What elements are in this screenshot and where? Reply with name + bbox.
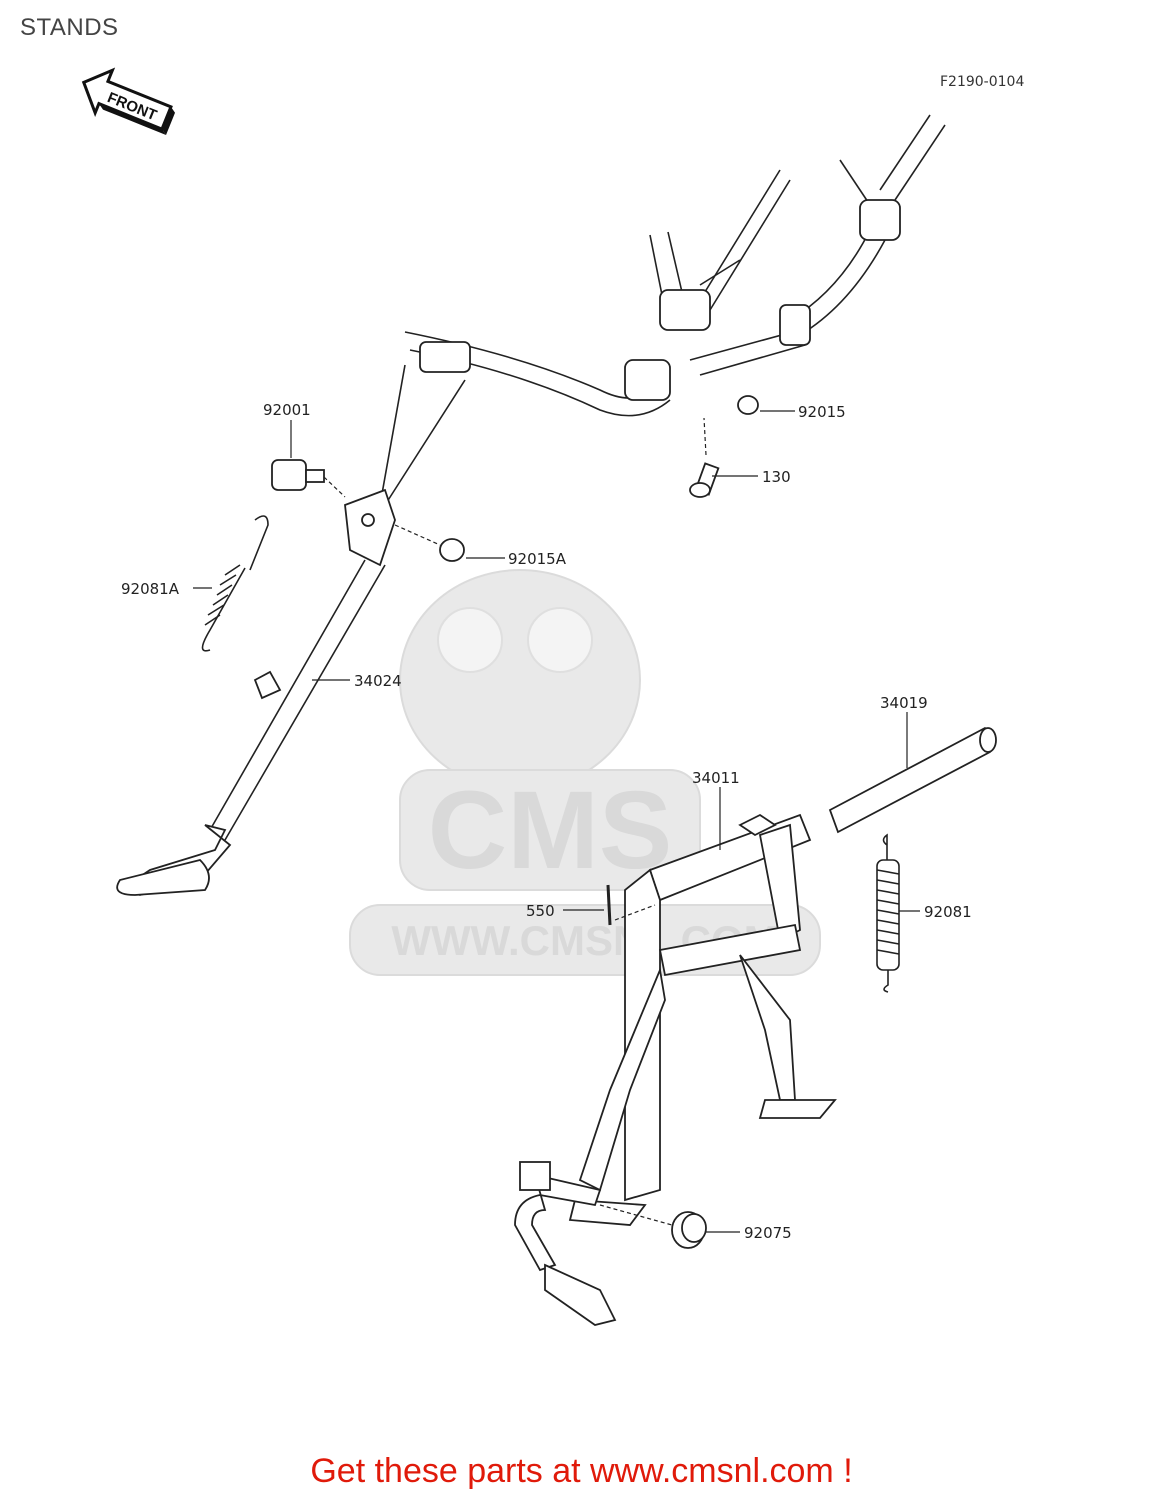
callout-34011: 34011 bbox=[692, 769, 740, 787]
bolt-92001-icon bbox=[271, 459, 346, 498]
callout-550: 550 bbox=[526, 902, 555, 920]
diagram-code: F2190-0104 bbox=[940, 74, 1025, 90]
callout-92001: 92001 bbox=[263, 401, 311, 419]
front-arrow-icon: FRONT bbox=[81, 67, 176, 136]
callout-92075: 92075 bbox=[744, 1224, 792, 1242]
cotter-pin-550-icon bbox=[606, 884, 656, 926]
bolt-130-icon bbox=[689, 417, 720, 498]
callout-34019: 34019 bbox=[880, 694, 928, 712]
page-title: STANDS bbox=[20, 14, 119, 41]
frame-outline bbox=[404, 114, 946, 417]
roller-92075-icon bbox=[599, 1204, 707, 1249]
callout-92015a: 92015A bbox=[508, 550, 567, 568]
callout-92081a: 92081A bbox=[121, 580, 180, 598]
nut-92015a-icon bbox=[394, 524, 465, 562]
side-stand bbox=[116, 364, 466, 896]
callout-92081: 92081 bbox=[924, 903, 972, 921]
nut-92015-icon bbox=[737, 395, 759, 415]
callout-leaders bbox=[193, 410, 920, 1233]
watermark: CMS WWW.CMSNL.COM bbox=[349, 569, 821, 976]
spring-92081a-icon bbox=[201, 515, 269, 652]
spring-92081-icon bbox=[876, 833, 900, 993]
callout-92015: 92015 bbox=[798, 403, 846, 421]
pivot-shaft bbox=[828, 726, 997, 834]
watermark-logo: CMS bbox=[428, 769, 672, 892]
center-stand bbox=[514, 813, 837, 1326]
callout-34024: 34024 bbox=[354, 672, 402, 690]
callout-130: 130 bbox=[762, 468, 791, 486]
footer-cta-link[interactable]: Get these parts at www.cmsnl.com ! bbox=[310, 1452, 853, 1490]
